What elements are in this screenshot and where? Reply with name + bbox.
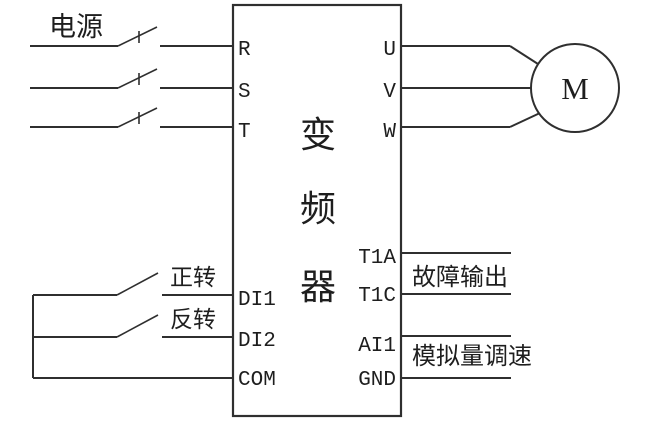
power-switch-s bbox=[30, 68, 233, 89]
forward-label: 正转 bbox=[170, 265, 216, 290]
power-source-label: 电源 bbox=[49, 12, 103, 42]
terminal-t1c: T1C bbox=[358, 285, 396, 308]
terminal-di1: DI1 bbox=[238, 289, 276, 312]
switch-t-blade-icon bbox=[117, 107, 158, 128]
terminal-s: S bbox=[238, 81, 251, 104]
terminal-u: U bbox=[383, 39, 396, 62]
power-switch-t bbox=[30, 107, 233, 128]
terminal-com: COM bbox=[238, 369, 276, 392]
control-switches: 正转 反转 bbox=[32, 265, 233, 379]
analog-speed-label: 模拟量调速 bbox=[412, 343, 532, 370]
switch-s-blade-icon bbox=[117, 68, 158, 89]
terminal-r: R bbox=[238, 39, 251, 62]
motor: M bbox=[530, 43, 620, 133]
motor-wires bbox=[401, 45, 541, 128]
inverter-box bbox=[231, 3, 403, 418]
inverter-title-char-3: 器 bbox=[300, 267, 336, 307]
fault-output-section: 故障输出 bbox=[401, 252, 511, 295]
switch-forward-blade-icon bbox=[116, 272, 159, 296]
input-terminal-labels: R S T DI1 DI2 COM bbox=[238, 39, 276, 392]
terminal-gnd: GND bbox=[358, 369, 396, 392]
terminal-w: W bbox=[383, 121, 396, 144]
inverter-title: 变 频 器 bbox=[300, 115, 336, 307]
motor-label: M bbox=[561, 71, 589, 106]
analog-speed-section: 模拟量调速 bbox=[401, 335, 532, 379]
terminal-v: V bbox=[383, 81, 396, 104]
motor-circle-icon bbox=[530, 43, 620, 133]
wire-u-diagonal bbox=[509, 45, 539, 65]
terminal-t: T bbox=[238, 121, 251, 144]
terminal-ai1: AI1 bbox=[358, 335, 396, 358]
reverse-label: 反转 bbox=[170, 307, 216, 332]
terminal-di2: DI2 bbox=[238, 330, 276, 353]
inverter-title-char-2: 频 bbox=[300, 189, 336, 229]
switch-reverse-blade-icon bbox=[116, 314, 159, 338]
terminal-t1a: T1A bbox=[358, 247, 396, 270]
switch-r-blade-icon bbox=[117, 26, 158, 47]
output-terminal-labels: U V W T1A T1C AI1 GND bbox=[358, 39, 396, 392]
fault-output-label: 故障输出 bbox=[412, 264, 508, 291]
wire-w-diagonal bbox=[509, 112, 541, 128]
inverter-title-char-1: 变 bbox=[300, 115, 336, 155]
power-switch-r bbox=[30, 26, 233, 47]
